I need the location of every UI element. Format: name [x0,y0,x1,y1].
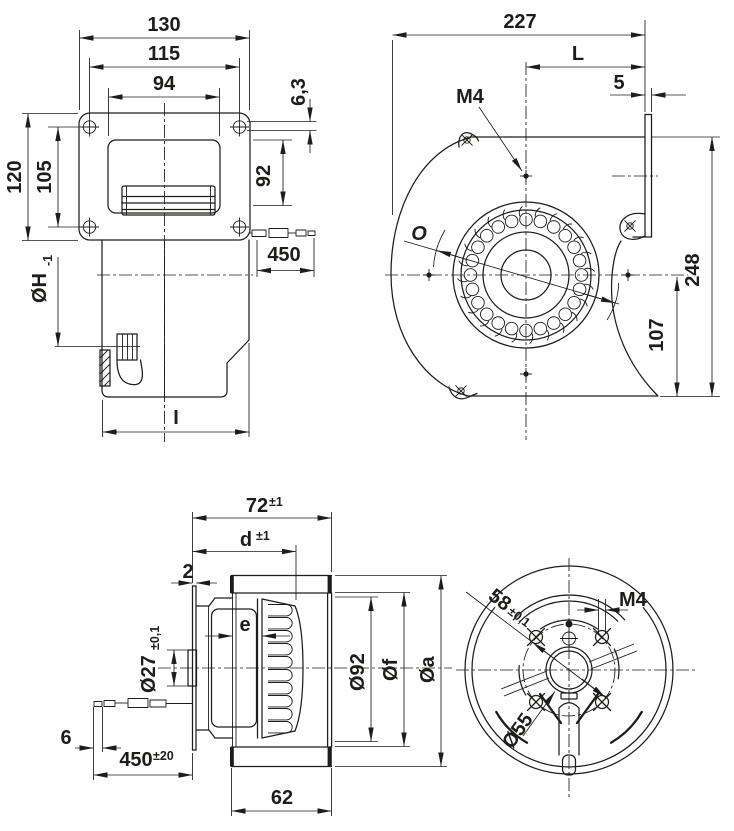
hole-pitch-h-label: 115 [148,43,180,65]
hub-dia-label: Ø55 [498,709,538,753]
cable-length-tol-label: ±20 [153,749,174,763]
dim-inlet-height: 92 [253,139,292,206]
screw-thread-label: M4 [456,86,485,108]
housing-inner-dia-label: Øf [380,658,402,681]
blade-offset-label: e [239,614,250,636]
inlet-width-label: 94 [153,73,176,95]
housing-body [101,239,250,398]
impeller-section [256,598,304,739]
dim-axis-to-base: 107 [646,276,680,397]
dim-blade-offset: e [205,614,290,639]
housing-screw-icon [455,385,467,397]
depth-total-label: 72 [246,495,268,517]
dim-impeller-dia: Ø92 [335,596,378,742]
inlet-grille [121,185,216,216]
scroll-housing [390,132,659,400]
dim-body-dia: ØH -1 [29,255,61,347]
rear-view: M4 58 ±0,1 Ø55 [456,558,695,798]
side-view: 227 L 5 M4 O 248 107 [385,11,720,440]
dim-cable-length: 450 [256,238,315,277]
scroll-depth-label: 62 [271,787,293,809]
cable-length-label: 450 [119,749,152,771]
total-width-label: 227 [503,11,536,33]
front-view: 130 115 94 6,3 120 105 92 [4,14,317,442]
dim-depth-i: I [102,343,250,437]
bolt-circle-tol-label: ±0,1 [505,604,533,630]
dim-housing-outer-dia: Øa [335,575,447,767]
bolt-hole-icon [229,117,250,137]
housing-outer-dia-label: Øa [417,655,439,683]
inlet-height-label: 92 [253,165,275,187]
dim-hole-dia: 6,3 [247,78,317,153]
dim-wire-strip: 6 [60,707,121,752]
dim-inlet-width: 94 [108,73,220,136]
lead-wires [93,698,193,708]
dim-depth-total: 72 ±1 [192,495,332,583]
dim-hole-pitch-h: 115 [89,43,240,118]
dim-axis-to-flange: L [525,43,645,70]
dim-flange-gap: 2 [171,561,217,586]
hole-dia-label: 6,3 [288,78,310,106]
housing-section [230,574,333,768]
depth-i-label: I [173,407,179,429]
callout-screw-thread: M4 [456,86,523,172]
dim-hole-pitch-v: 105 [34,126,84,228]
screw-thread-label: M4 [619,589,648,611]
flange-screw-icon [624,220,636,232]
impeller-dia-label: Ø92 [347,653,369,691]
total-height-label: 248 [682,253,704,286]
outlet-flange [619,113,653,240]
dim-bolt-circle: 58 ±0,1 [465,585,606,698]
dim-screw-thread: M4 [577,589,648,633]
hole-pitch-v-label: 105 [34,160,56,193]
boss-dia-tol-label: ±0,1 [148,626,162,650]
depth-d-tol-label: ±1 [256,529,270,543]
flange-gap-label: 2 [182,561,193,583]
cable-grommet [55,333,144,387]
body-dia-sub-label: -1 [41,255,55,266]
wire-strip-label: 6 [60,727,71,749]
dim-total-height: 248 [651,136,720,397]
motor-side-view: 72 ±1 d ±1 2 e Ø27 ±0,1 Ø92 Øf [60,495,452,816]
callout-inlet-dia: O [403,223,620,321]
outer-width-label: 130 [147,14,180,36]
dim-total-width: 227 [392,11,646,215]
body-dia-label: ØH [29,273,51,303]
dim-boss-dia: Ø27 ±0,1 [138,626,197,693]
dim-flange-thickness: 5 [610,72,686,112]
dim-outer-width: 130 [79,14,250,110]
mounting-screw-icon [592,627,612,647]
lead-wires [249,228,316,238]
depth-total-tol-label: ±1 [269,495,283,509]
outer-height-label: 120 [4,160,26,193]
dim-housing-inner-dia: Øf [335,592,410,747]
mounting-screw-icon [526,627,546,647]
boss-dia-label: Ø27 [138,655,160,693]
cable-length-label: 450 [267,244,300,266]
dim-cable-length: 450 ±20 [93,749,193,780]
depth-d-label: d [240,529,252,551]
dim-scroll-depth: 62 [231,768,332,816]
axis-to-flange-label: L [572,43,584,65]
flange-thickness-label: 5 [613,72,624,94]
dim-depth-d: d ±1 [192,529,297,600]
inlet-dia-label: O [411,223,427,245]
dim-outer-height: 120 [4,113,78,241]
axis-to-base-label: 107 [646,318,668,351]
bolt-hole-icon [229,217,250,237]
